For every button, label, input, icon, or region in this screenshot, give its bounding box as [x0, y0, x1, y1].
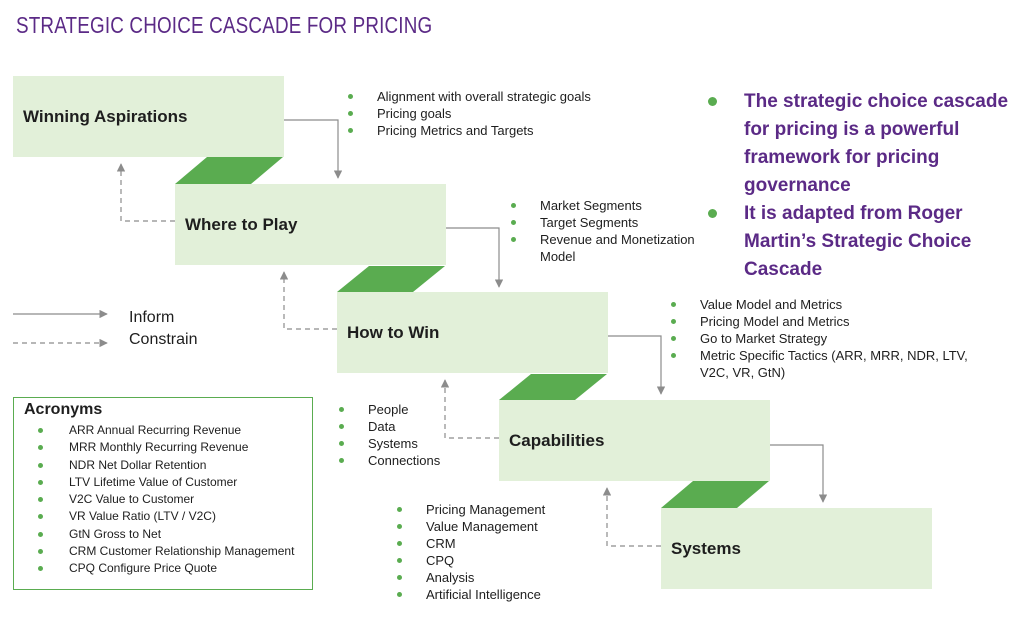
list-item: Analysis: [396, 569, 616, 586]
inform-arrow-1: [284, 119, 343, 179]
acronym-item: MRR Monthly Recurring Revenue: [38, 439, 294, 456]
list-item: Systems: [338, 435, 478, 452]
acronym-item: ARR Annual Recurring Revenue: [38, 422, 294, 439]
stage-label: How to Win: [347, 322, 440, 342]
list-item: Market Segments: [510, 197, 710, 214]
inform-arrow-3: [608, 335, 666, 395]
stage-label: Winning Aspirations: [23, 106, 188, 126]
constrain-arrow-2: [279, 271, 337, 330]
framework-notes: The strategic choice cascade for pricing…: [708, 88, 1018, 284]
list-item: Pricing goals: [347, 105, 637, 122]
stage-how-to-win: How to Win: [337, 292, 608, 373]
list-item: Value Management: [396, 518, 616, 535]
stage-where-to-play: Where to Play: [175, 184, 446, 265]
winning-aspirations-bullets: Alignment with overall strategic goals P…: [347, 88, 637, 139]
constrain-arrow-1: [116, 163, 175, 222]
acronym-item: VR Value Ratio (LTV / V2C): [38, 508, 294, 525]
step-connector-2: [337, 266, 445, 292]
acronyms-box: Acronyms ARR Annual Recurring Revenue MR…: [13, 397, 313, 590]
stage-winning-aspirations: Winning Aspirations: [13, 76, 284, 157]
list-item: Go to Market Strategy: [670, 330, 985, 347]
list-item: Metric Specific Tactics (ARR, MRR, NDR, …: [670, 347, 985, 381]
list-item: Artificial Intelligence: [396, 586, 616, 603]
acronyms-list: ARR Annual Recurring Revenue MRR Monthly…: [38, 422, 294, 578]
stage-systems: Systems: [661, 508, 932, 589]
acronym-item: CRM Customer Relationship Management: [38, 543, 294, 560]
constrain-arrow-4: [602, 487, 661, 547]
list-item: Alignment with overall strategic goals: [347, 88, 637, 105]
list-item: Revenue and Monetization Model: [510, 231, 710, 265]
where-to-play-bullets: Market Segments Target Segments Revenue …: [510, 197, 710, 265]
capabilities-bullets: People Data Systems Connections: [338, 401, 478, 469]
constrain-arrow-3: [440, 379, 499, 439]
acronym-item: NDR Net Dollar Retention: [38, 457, 294, 474]
list-item: CPQ: [396, 552, 616, 569]
page-title: STRATEGIC CHOICE CASCADE FOR PRICING: [16, 12, 433, 38]
legend-inform-label: Inform: [129, 309, 175, 326]
acronym-item: V2C Value to Customer: [38, 491, 294, 508]
legend-constrain-label: Constrain: [129, 331, 198, 348]
acronym-item: LTV Lifetime Value of Customer: [38, 474, 294, 491]
stage-capabilities: Capabilities: [499, 400, 770, 481]
list-item: Connections: [338, 452, 478, 469]
how-to-win-bullets: Value Model and Metrics Pricing Model an…: [670, 296, 985, 381]
acronyms-title: Acronyms: [24, 401, 103, 418]
step-connector-1: [175, 157, 283, 184]
note-item: It is adapted from Roger Martin’s Strate…: [708, 200, 1018, 284]
acronym-item: CPQ Configure Price Quote: [38, 560, 294, 577]
inform-arrow-2: [446, 227, 504, 288]
stage-label: Systems: [671, 538, 741, 558]
list-item: Pricing Model and Metrics: [670, 313, 985, 330]
list-item: Pricing Metrics and Targets: [347, 122, 637, 139]
list-item: Data: [338, 418, 478, 435]
list-item: CRM: [396, 535, 616, 552]
list-item: Target Segments: [510, 214, 710, 231]
list-item: Pricing Management: [396, 501, 616, 518]
list-item: People: [338, 401, 478, 418]
step-connector-3: [499, 374, 607, 400]
note-item: The strategic choice cascade for pricing…: [708, 88, 1018, 200]
list-item: Value Model and Metrics: [670, 296, 985, 313]
inform-arrow-4: [770, 444, 828, 503]
stage-label: Where to Play: [185, 214, 298, 234]
stage-label: Capabilities: [509, 430, 605, 450]
step-connector-4: [661, 481, 769, 508]
acronym-item: GtN Gross to Net: [38, 526, 294, 543]
systems-bullets: Pricing Management Value Management CRM …: [396, 501, 616, 603]
